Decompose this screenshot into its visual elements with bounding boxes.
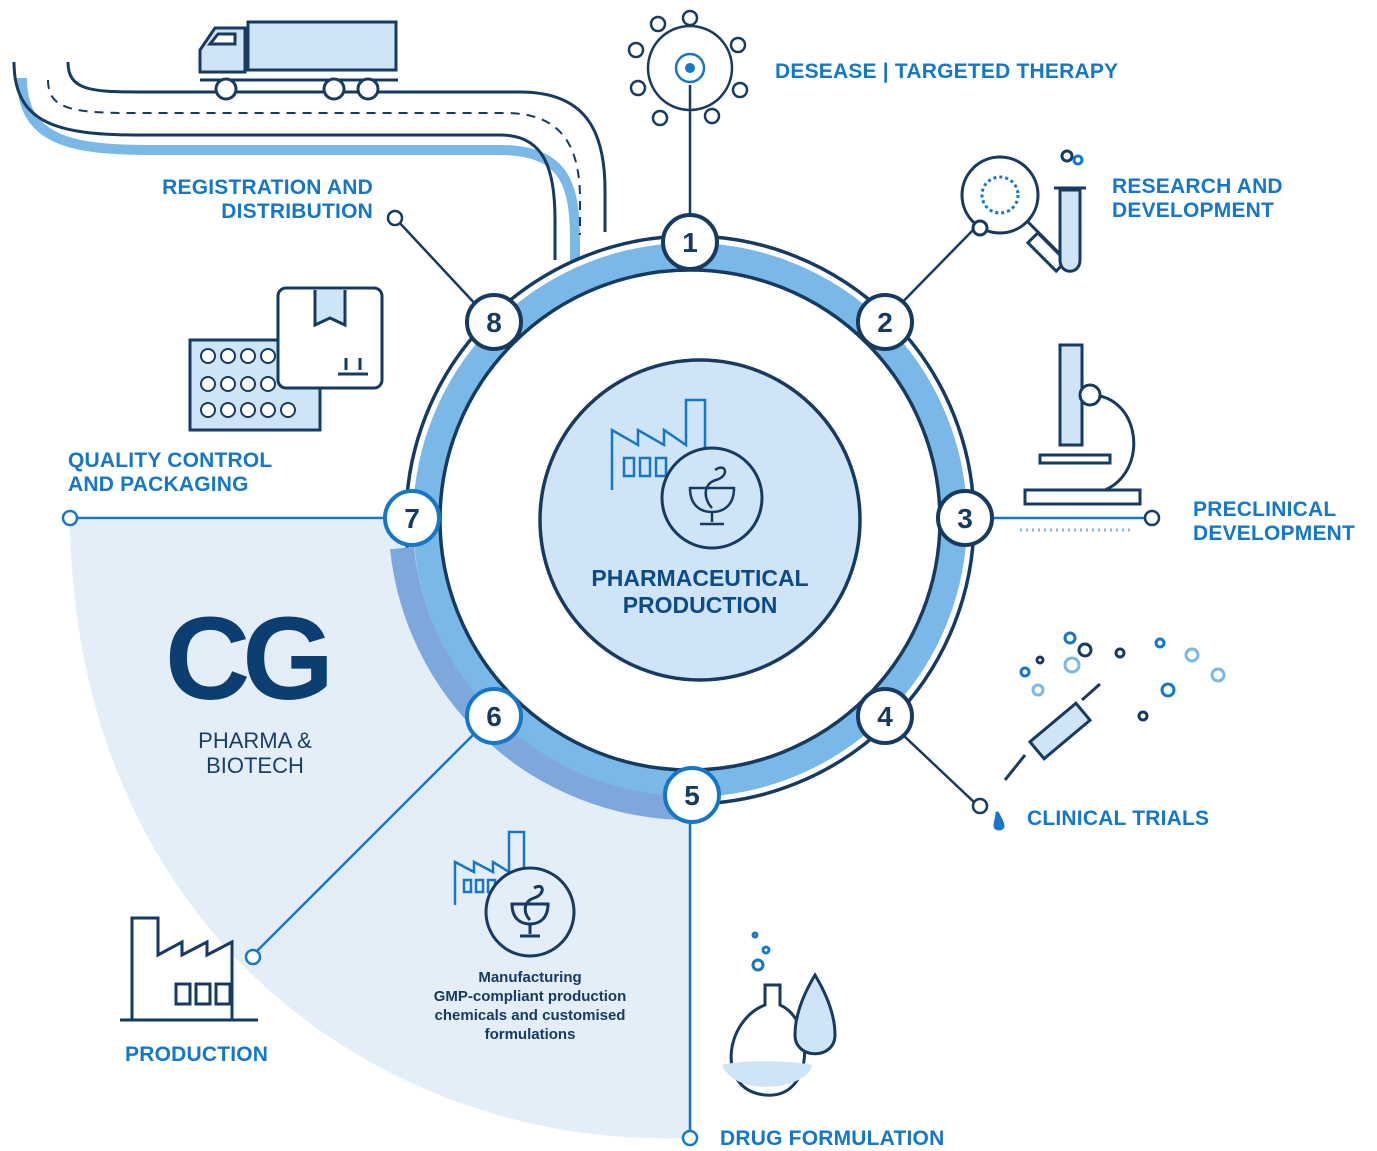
step-label-3: PRECLINICAL DEVELOPMENT bbox=[1193, 498, 1356, 545]
packaging-icon bbox=[188, 286, 384, 432]
logo-subtitle: PHARMA & BIOTECH bbox=[198, 728, 312, 778]
flask-icon bbox=[722, 931, 837, 1097]
magnifier-icon bbox=[960, 155, 1069, 274]
step-badges: 1 2 3 4 5 6 7 8 bbox=[383, 213, 994, 824]
svg-text:8: 8 bbox=[486, 307, 502, 338]
step-label-1: DESEASE | TARGETED THERAPY bbox=[775, 60, 1119, 83]
step-label-5: DRUG FORMULATION bbox=[720, 1127, 945, 1150]
svg-text:3: 3 bbox=[957, 503, 973, 534]
truck-icon bbox=[198, 20, 398, 101]
step-badge-3[interactable]: 3 bbox=[936, 489, 994, 547]
test-tube-icon bbox=[1054, 149, 1086, 273]
road bbox=[12, 61, 607, 265]
center-title: PHARMACEUTICAL PRODUCTION bbox=[591, 565, 809, 618]
svg-text:7: 7 bbox=[404, 503, 420, 534]
virus-icon bbox=[627, 9, 749, 127]
svg-text:1: 1 bbox=[682, 227, 698, 258]
step-label-8: REGISTRATION AND DISTRIBUTION bbox=[162, 176, 373, 223]
step-badge-1[interactable]: 1 bbox=[661, 213, 719, 271]
factory-icon bbox=[610, 398, 707, 490]
production-factory-icon bbox=[120, 916, 258, 1022]
svg-text:6: 6 bbox=[486, 701, 502, 732]
step-badge-4[interactable]: 4 bbox=[856, 687, 914, 745]
svg-text:4: 4 bbox=[877, 701, 893, 732]
step-label-6: PRODUCTION bbox=[125, 1043, 269, 1066]
step-badge-5[interactable]: 5 bbox=[663, 766, 721, 824]
step-badge-7[interactable]: 7 bbox=[383, 489, 441, 547]
small-pharmacy-icon bbox=[484, 866, 576, 958]
pharmacy-bowl-icon bbox=[688, 466, 736, 526]
background-wedge bbox=[70, 520, 692, 1139]
svg-text:5: 5 bbox=[684, 780, 700, 811]
svg-text:2: 2 bbox=[877, 307, 893, 338]
step-label-4: CLINICAL TRIALS bbox=[1027, 807, 1210, 830]
step-label-2: RESEARCH AND DEVELOPMENT bbox=[1112, 175, 1283, 222]
microscope-icon bbox=[1020, 343, 1142, 532]
step-badge-8[interactable]: 8 bbox=[465, 293, 523, 351]
manufacturing-caption: Manufacturing GMP-compliant production c… bbox=[433, 969, 627, 1043]
step-badge-6[interactable]: 6 bbox=[465, 687, 523, 745]
cg-logo: CG bbox=[165, 593, 334, 725]
bubbles bbox=[1019, 631, 1226, 722]
connector-lines bbox=[61, 85, 1161, 1147]
center-medallion bbox=[538, 358, 862, 682]
step-badge-2[interactable]: 2 bbox=[856, 293, 914, 351]
step-label-7: QUALITY CONTROL AND PACKAGING bbox=[68, 449, 273, 496]
syringe-icon bbox=[993, 682, 1101, 831]
